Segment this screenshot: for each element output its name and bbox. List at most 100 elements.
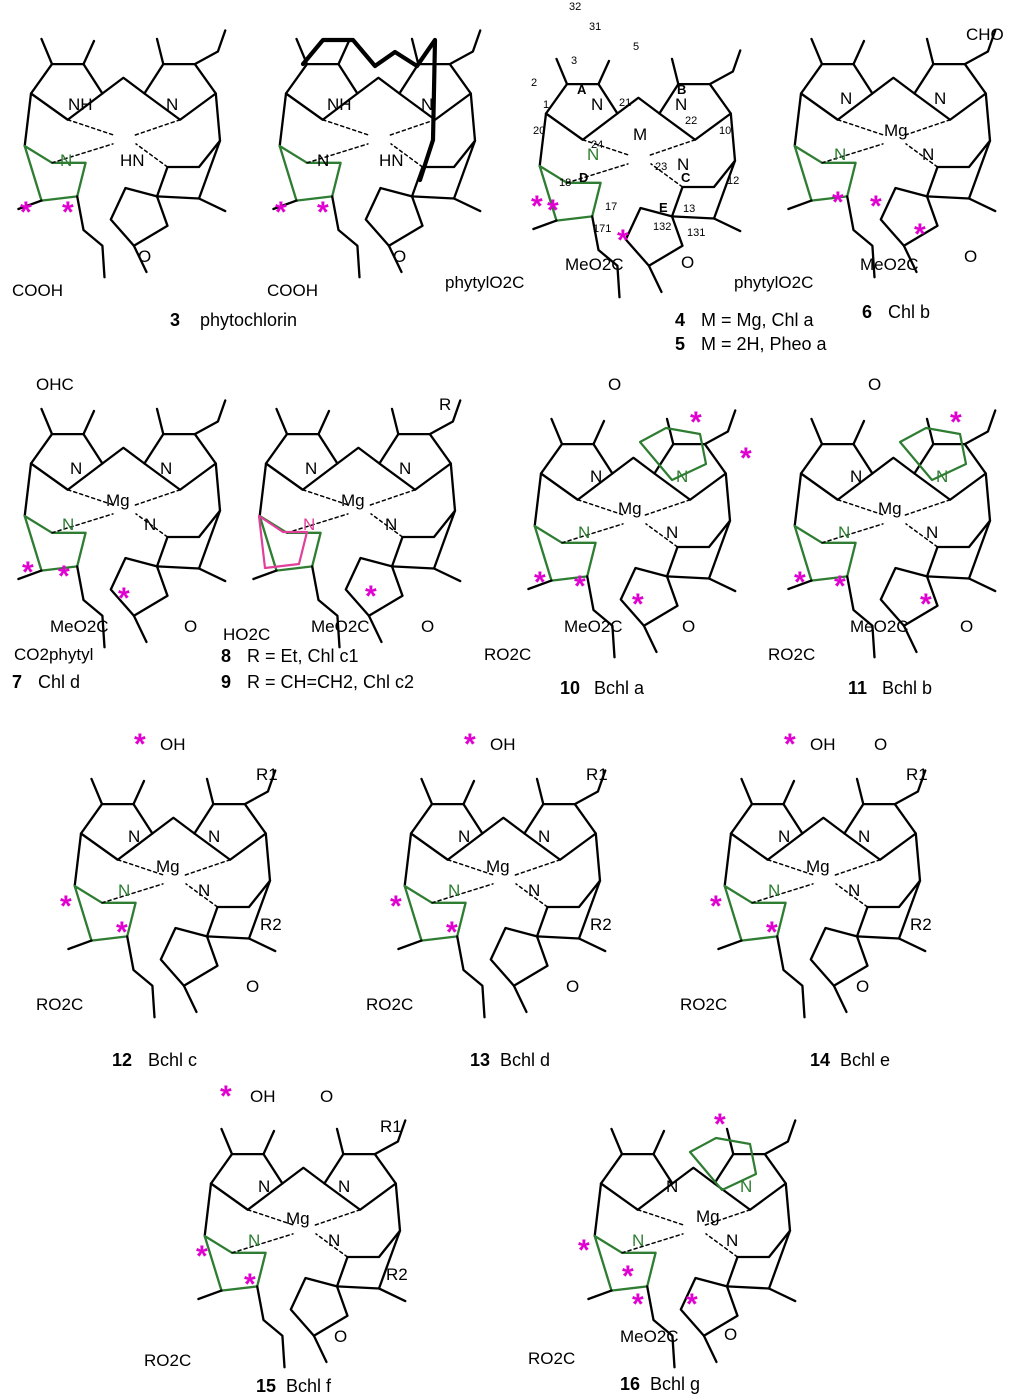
- atom-n: N: [166, 95, 178, 114]
- atom-m: M: [633, 125, 647, 144]
- compound-13: OH R1 N N Mg N N R2 O RO2C * * * 13 Bchl…: [366, 728, 612, 1070]
- stereocenter-star: *: [950, 406, 962, 439]
- atom-nh: NH: [327, 95, 352, 114]
- atom-ro2c: RO2C: [680, 995, 727, 1014]
- atom-ro2c: RO2C: [768, 645, 815, 664]
- stereocenter-star: *: [118, 582, 130, 615]
- locant: 5: [633, 41, 639, 53]
- atom-o: O: [138, 247, 151, 266]
- atom-n: N: [458, 827, 470, 846]
- atom-o: O: [320, 1087, 333, 1106]
- atom-n: N: [208, 827, 220, 846]
- compound-number: 7: [12, 672, 22, 692]
- locant: 2: [531, 77, 537, 89]
- stereocenter-star: *: [740, 442, 752, 475]
- atom-ro2c: RO2C: [528, 1349, 575, 1368]
- stereocenter-star: *: [920, 588, 932, 621]
- atom-r2: R2: [910, 915, 932, 934]
- locant: 21: [619, 97, 631, 109]
- atom-r1: R1: [380, 1117, 402, 1136]
- atom-n: N: [328, 1231, 340, 1250]
- atom-n: N: [676, 467, 688, 486]
- atom-n: N: [848, 881, 860, 900]
- atom-n21: N: [591, 95, 603, 114]
- locant: 32: [569, 1, 581, 13]
- locant: 12: [727, 175, 739, 187]
- stereocenter-star: *: [574, 570, 586, 603]
- atom-n: N: [62, 515, 74, 534]
- compound-name: Bchl a: [594, 678, 645, 698]
- stereocenter-star: *: [244, 1268, 256, 1301]
- stereocenter-star: *: [22, 556, 34, 589]
- atom-n: N: [198, 881, 210, 900]
- compound-number: 4: [675, 310, 685, 330]
- atom-o: O: [868, 375, 881, 394]
- compound-15: OH O R1 N N Mg N N R2 O RO2C * * * 15 Bc…: [144, 1080, 408, 1396]
- atom-n22: N: [675, 95, 687, 114]
- compound-name: M = 2H, Pheo a: [701, 334, 828, 354]
- atom-n: N: [528, 881, 540, 900]
- atom-mg: Mg: [696, 1207, 720, 1226]
- stereocenter-star: *: [794, 566, 806, 599]
- atom-n: N: [768, 881, 780, 900]
- locant: 20: [533, 125, 545, 137]
- compound-name: R = Et, Chl c1: [247, 646, 359, 666]
- atom-ro2c: RO2C: [484, 645, 531, 664]
- atom-o: O: [566, 977, 579, 996]
- stereocenter-star: *: [547, 194, 559, 227]
- locant: 1: [543, 99, 549, 111]
- atom-phytylo2c: phytylO2C: [445, 273, 524, 292]
- atom-meo2c: MeO2C: [311, 617, 370, 636]
- atom-o: O: [421, 617, 434, 636]
- stereocenter-star: *: [714, 1108, 726, 1141]
- atom-o: O: [856, 977, 869, 996]
- compound-name: Bchl c: [148, 1050, 197, 1070]
- atom-o: O: [608, 375, 621, 394]
- locant: 171: [593, 223, 611, 235]
- atom-meo2c: MeO2C: [850, 617, 909, 636]
- atom-n: N: [448, 881, 460, 900]
- stereocenter-star: *: [464, 728, 476, 761]
- atom-n: N: [850, 467, 862, 486]
- compound-number: 8: [221, 646, 231, 666]
- atom-n: N: [834, 145, 846, 164]
- atom-ohc: OHC: [36, 375, 74, 394]
- atom-n: N: [538, 827, 550, 846]
- compound-7: OHC N N Mg N N O MeO2C CO2phytyl * * * 7…: [12, 375, 227, 692]
- atom-n: N: [922, 145, 934, 164]
- atom-o: O: [393, 247, 406, 266]
- atom-cho: CHO: [966, 25, 1004, 44]
- compound-name: Chl b: [888, 302, 930, 322]
- atom-n: N: [936, 467, 948, 486]
- atom-n: N: [840, 89, 852, 108]
- atom-o: O: [724, 1325, 737, 1344]
- atom-r2: R2: [590, 915, 612, 934]
- atom-n: N: [838, 523, 850, 542]
- atom-o: O: [184, 617, 197, 636]
- compound-name: R = CH=CH2, Chl c2: [247, 672, 414, 692]
- ring-d: D: [579, 170, 588, 185]
- atom-ro2c: RO2C: [36, 995, 83, 1014]
- atom-mg: Mg: [884, 121, 908, 140]
- atom-mg: Mg: [286, 1209, 310, 1228]
- ring-e: E: [659, 200, 668, 215]
- compound-number: 3: [170, 310, 180, 330]
- compound-3-bold: NH N N HN O COOH * *: [267, 29, 482, 300]
- stereocenter-star: *: [834, 570, 846, 603]
- atom-meo2c: MeO2C: [860, 255, 919, 274]
- stereocenter-star: *: [766, 916, 778, 949]
- compound-name: Bchl g: [650, 1374, 700, 1394]
- compound-name: Bchl d: [500, 1050, 550, 1070]
- atom-o: O: [246, 977, 259, 996]
- atom-n: N: [118, 881, 130, 900]
- atom-meo2c: MeO2C: [620, 1327, 679, 1346]
- atom-cooh: COOH: [12, 281, 63, 300]
- atom-n: N: [578, 523, 590, 542]
- atom-n: N: [934, 89, 946, 108]
- atom-o: O: [681, 253, 694, 272]
- stereocenter-star: *: [870, 190, 882, 223]
- atom-meo2c: MeO2C: [565, 255, 624, 274]
- compound-number: 5: [675, 334, 685, 354]
- atom-mg: Mg: [878, 499, 902, 518]
- atom-o: O: [334, 1327, 347, 1346]
